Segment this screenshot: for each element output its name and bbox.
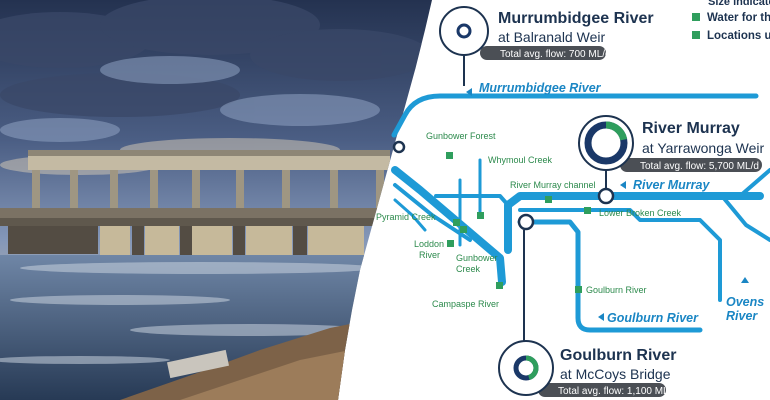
legend-item-water: Water for the (707, 12, 770, 24)
broken-creek-line (518, 208, 722, 302)
site-label-loddon: Loddon (414, 239, 444, 249)
river-node (597, 187, 615, 205)
gauge-ring (498, 340, 554, 396)
gauge-ring (439, 6, 489, 56)
legend: Size indicates Water for the Locations u… (692, 0, 770, 42)
site-label-pyramid-creek: Pyramid Creek (376, 212, 436, 222)
pyramid-creek-line (393, 198, 427, 232)
murray-flow-arrow-icon (620, 181, 626, 189)
site-marker-icon (453, 219, 460, 226)
site-marker-icon (575, 286, 582, 293)
river-node (392, 140, 406, 154)
gauge-site: at Balranald Weir (498, 29, 605, 45)
flow-pill (620, 158, 762, 172)
murray-channel-line (434, 194, 510, 207)
upper-murray-line (738, 168, 770, 198)
water-share-arc (513, 355, 539, 381)
river-label-ovens-river: River (726, 309, 758, 323)
site-marker-icon (477, 212, 484, 219)
site-label-lower-broken-creek: Lower Broken Creek (599, 208, 682, 218)
river-label-murray: River Murray (633, 178, 710, 192)
river-label-ovens: Ovens (726, 295, 764, 309)
gauge-murrumbidgee: Murrumbidgee River at Balranald Weir Tot… (439, 6, 654, 60)
river-node (517, 213, 535, 231)
site-label-campaspe: Campaspe River (432, 299, 499, 309)
site-label-gunbower-creek: Creek (456, 264, 481, 274)
gauge-flow: Total avg. flow: 700 ML/d (500, 49, 611, 60)
legend-caption: Size indicates (708, 0, 770, 8)
site-label-gunbower-forest: Gunbower Forest (426, 131, 496, 141)
gauge-site: at Yarrawonga Weir (642, 140, 765, 156)
water-legend-icon (692, 13, 700, 21)
site-marker-icon (446, 152, 453, 159)
gauge-river-title: River Murray (642, 120, 740, 137)
gauge-flow: Total avg. flow: 5,700 ML/d (640, 161, 759, 172)
site-label-loddon-river: River (419, 250, 440, 260)
site-marker-icon (584, 207, 591, 214)
site-marker-icon (447, 240, 454, 247)
gauge-goulburn: Goulburn River at McCoys Bridge Total av… (498, 340, 677, 397)
river-murray-line (504, 192, 764, 254)
gauge-murray: River Murray at Yarrawonga Weir Total av… (578, 115, 765, 172)
ovens-flow-arrow-icon (741, 277, 749, 283)
river-label-murrumbidgee: Murrumbidgee River (479, 81, 602, 95)
water-share-arc (584, 121, 628, 165)
flow-ring-icon (456, 23, 472, 39)
site-label-whymoul-creek: Whymoul Creek (488, 155, 553, 165)
flow-pill (538, 383, 666, 397)
murrumbidgee-flow-arrow-icon (466, 88, 472, 96)
site-marker-icon (545, 196, 552, 203)
locations-legend-icon (692, 31, 700, 39)
murrumbidgee-river-line (391, 93, 759, 138)
goulburn-flow-arrow-icon (598, 313, 604, 321)
goulburn-river-line (517, 219, 703, 333)
site-label-murray-channel: River Murray channel (510, 180, 596, 190)
river-label-goulburn: Goulburn River (607, 311, 699, 325)
site-label-goulburn: Goulburn River (586, 285, 647, 295)
legend-item-locations: Locations utili (707, 30, 770, 42)
gauge-site: at McCoys Bridge (560, 366, 671, 382)
site-marker-icon (460, 226, 467, 233)
ovens-tributary-line (720, 194, 770, 242)
site-marker-icon (496, 282, 503, 289)
gauge-river-title: Murrumbidgee River (498, 10, 654, 27)
gauge-river-title: Goulburn River (560, 347, 676, 364)
gauge-flow: Total avg. flow: 1,100 ML/d (558, 386, 677, 397)
flow-pill (480, 46, 606, 60)
gunbower-creek-line (393, 183, 472, 242)
site-label-gunbower: Gunbower (456, 253, 498, 263)
